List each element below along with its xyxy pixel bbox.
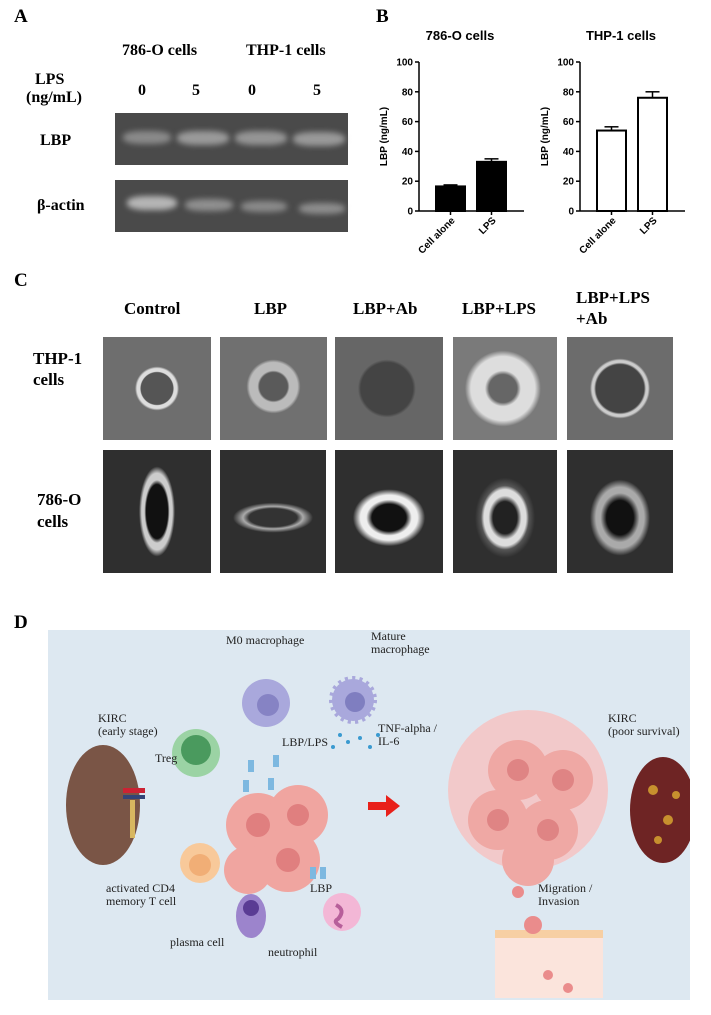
y-axis-label: LBP (ng/mL) [540, 107, 551, 166]
group-thp1: THP-1 cells [246, 42, 326, 59]
micrograph-thp1 [453, 337, 557, 440]
row-label-lbp: LBP [40, 132, 72, 149]
kidney-early-icon [66, 745, 145, 865]
y-tick-label: 40 [402, 147, 414, 158]
dose-label: 0 [138, 82, 146, 99]
cd4-tcell-icon [180, 843, 220, 883]
row-label-actin: β-actin [37, 197, 85, 214]
micrograph-thp1 [335, 337, 443, 440]
micrograph-thp1 [567, 337, 673, 440]
col-lbp-ab: LBP+Ab [353, 299, 418, 318]
tumor-late-icon [448, 710, 608, 886]
micrograph-786o [567, 450, 673, 573]
y-tick-label: 60 [402, 117, 414, 128]
micrograph-thp1 [103, 337, 211, 440]
dose-label: 5 [192, 82, 200, 99]
micrograph-786o [220, 450, 326, 573]
x-tick-label: Cell alone [416, 215, 457, 256]
lbp-blot [115, 113, 348, 165]
col-lbp-lps-ab-line2: +Ab [576, 309, 608, 328]
bar [476, 160, 507, 212]
y-tick-label: 80 [563, 87, 575, 98]
row-thp1-line2: cells [33, 370, 65, 389]
m0-label: M0 macrophage [226, 633, 305, 647]
lps-unit: (ng/mL) [26, 89, 82, 106]
y-axis-label: LBP (ng/mL) [379, 107, 390, 166]
col-lbp-lps-ab-line1: LBP+LPS [576, 288, 650, 307]
row-786o-line2: cells [37, 512, 69, 531]
migration-label: Migration /Invasion [538, 881, 593, 908]
lbp-lps-molecules-icon [243, 755, 279, 792]
plasma-label: plasma cell [170, 935, 225, 949]
x-tick-label: LPS [477, 215, 499, 237]
treg-icon [172, 729, 220, 777]
mature-macrophage-icon [329, 676, 377, 724]
y-tick-label: 100 [396, 58, 413, 69]
neutrophil-label: neutrophil [268, 945, 318, 959]
dose-label: 0 [248, 82, 256, 99]
micrograph-thp1 [220, 337, 327, 440]
y-tick-label: 80 [402, 87, 414, 98]
panel-label-d: D [14, 612, 28, 633]
lbp-label: LBP [310, 881, 333, 895]
treg-label: Treg [155, 751, 178, 765]
arrow-icon [368, 795, 400, 817]
vessel-icon [495, 886, 603, 998]
bar [435, 185, 466, 212]
row-thp1-line1: THP-1 [33, 349, 83, 368]
tumor-early-icon [224, 785, 328, 894]
lbp-lps-label: LBP/LPS [282, 735, 329, 749]
kidney-poor-icon [630, 757, 690, 863]
neutrophil-icon [323, 893, 361, 931]
panel-label-a: A [14, 6, 28, 27]
micrograph-786o [103, 450, 211, 573]
x-tick-label: Cell alone [577, 215, 618, 256]
col-control: Control [124, 299, 181, 318]
m0-macrophage-icon [242, 679, 290, 727]
y-tick-label: 0 [407, 207, 413, 218]
col-lbp: LBP [254, 299, 288, 318]
y-tick-label: 20 [563, 177, 575, 188]
col-lbp-lps: LBP+LPS [462, 299, 536, 318]
schematic-art [66, 676, 690, 998]
y-tick-label: 20 [402, 177, 414, 188]
kirc-early-label: KIRC(early stage) [98, 711, 158, 738]
lbp-molecule-icon [310, 867, 326, 879]
y-tick-label: 100 [557, 58, 574, 69]
y-tick-label: 0 [568, 207, 574, 218]
row-786o-line1: 786-O [37, 490, 82, 509]
chart-title: THP-1 cells [586, 28, 656, 43]
kirc-poor-label: KIRC(poor survival) [608, 711, 680, 738]
micrograph-786o [453, 450, 557, 573]
bar [596, 129, 627, 212]
x-tick-label: LPS [638, 215, 660, 237]
panel-label-c: C [14, 270, 28, 291]
cytokine-dots-icon [331, 733, 380, 749]
tnf-label: TNF-alpha /IL-6 [378, 721, 437, 748]
micrograph-786o [335, 450, 443, 573]
chart-title: 786-O cells [426, 28, 495, 43]
actin-blot [115, 180, 348, 232]
lps-label: LPS [35, 71, 65, 88]
dose-label: 5 [313, 82, 321, 99]
y-tick-label: 40 [563, 147, 575, 158]
y-tick-label: 60 [563, 117, 575, 128]
bar [637, 96, 668, 212]
group-786o: 786-O cells [122, 42, 198, 59]
panel-label-b: B [376, 6, 389, 27]
plasma-cell-icon [236, 894, 266, 938]
